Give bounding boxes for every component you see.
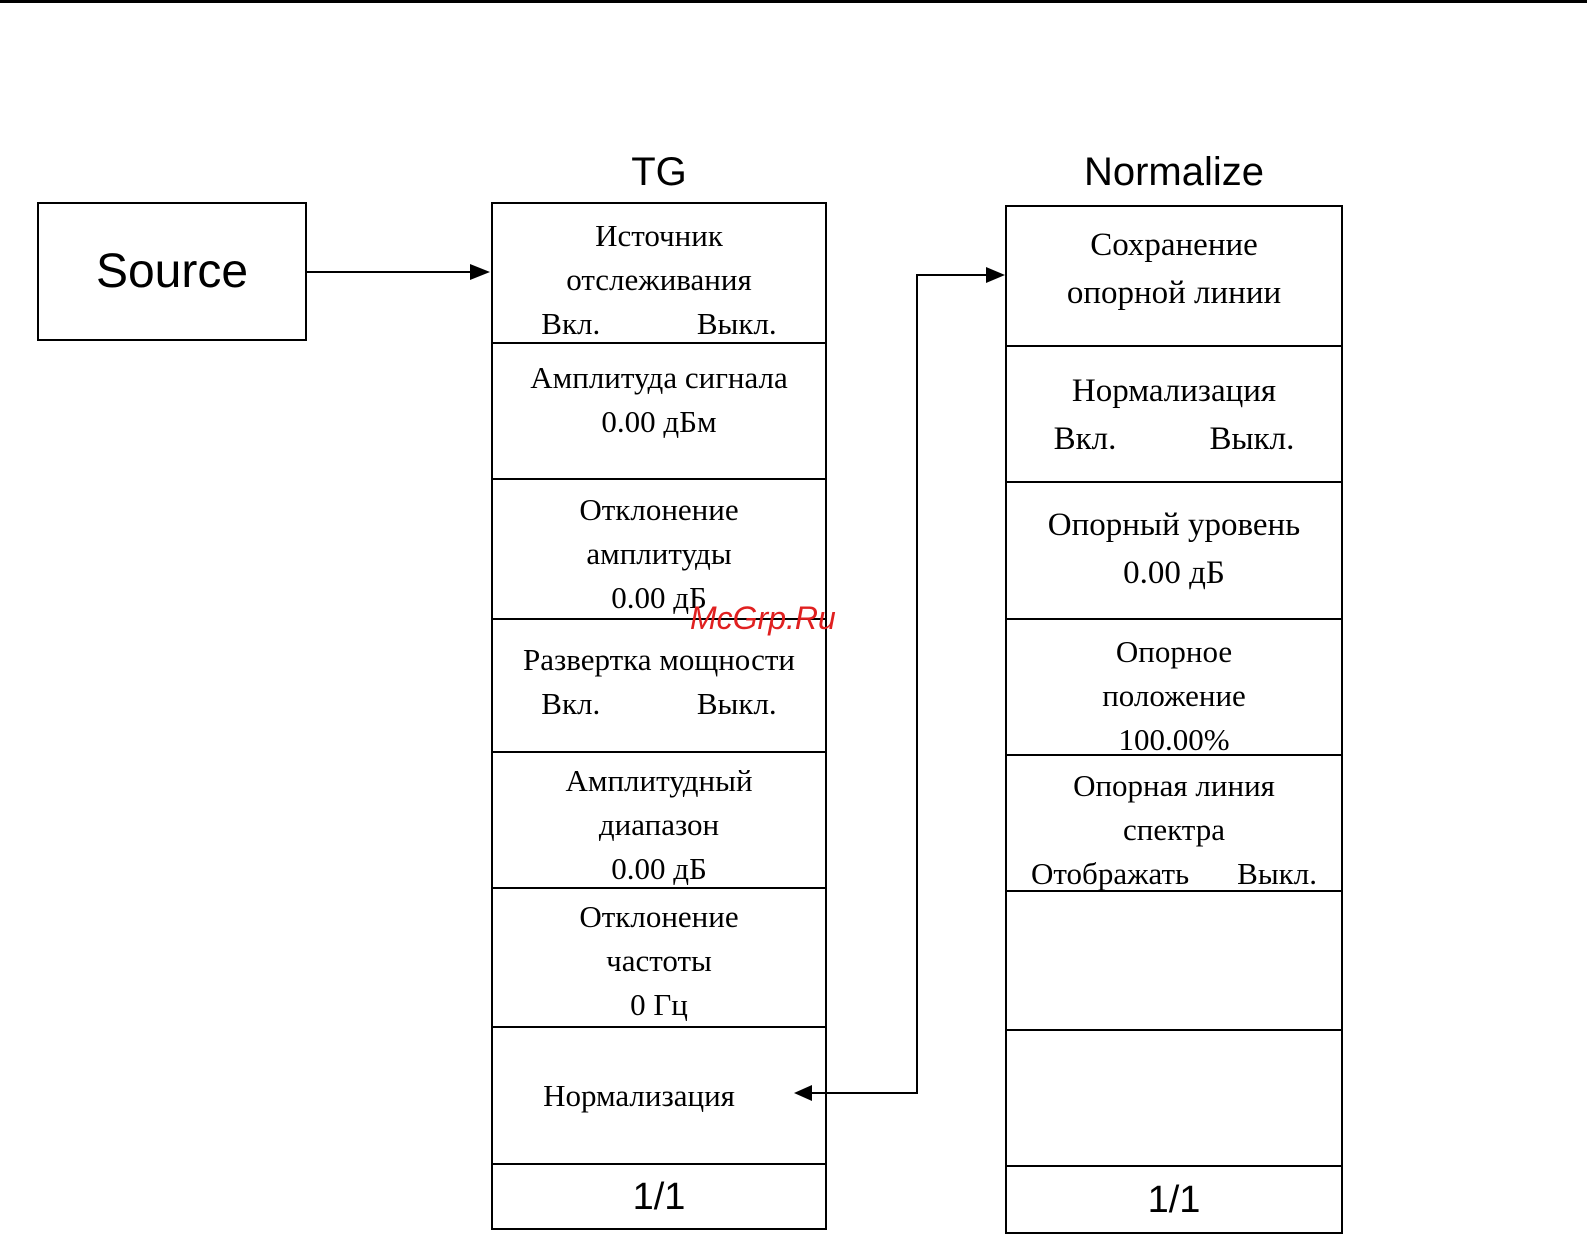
normalize-item-empty bbox=[1007, 1031, 1341, 1167]
normalize-item-text: Опорная линия bbox=[1073, 768, 1275, 803]
normalize-menu: Сохранение опорной линии Нормализация Вк… bbox=[1005, 205, 1343, 1234]
tg-item-normalization[interactable]: Нормализация bbox=[493, 1028, 825, 1165]
on-option[interactable]: Вкл. bbox=[541, 686, 601, 721]
tg-item-text: Отклонение bbox=[579, 899, 739, 934]
normalize-item-reference-level[interactable]: Опорный уровень 0.00 дБ bbox=[1007, 483, 1341, 620]
normalize-item-save-reference[interactable]: Сохранение опорной линии bbox=[1007, 207, 1341, 347]
tg-item-power-sweep[interactable]: Развертка мощности Вкл. Выкл. bbox=[493, 620, 825, 753]
tg-item-text: Источник bbox=[595, 218, 723, 253]
tg-item-text: диапазон bbox=[598, 807, 720, 842]
normalize-item-reference-position[interactable]: Опорное положение 100.00% bbox=[1007, 620, 1341, 757]
tg-item-text: амплитуды bbox=[586, 536, 732, 571]
normalize-item-text: Опорный уровень bbox=[1047, 507, 1301, 543]
tg-item-tracking-source[interactable]: Источник отслеживания Вкл. Выкл. bbox=[493, 204, 825, 344]
normalize-item-text: опорной линии bbox=[1066, 275, 1282, 311]
tg-item-text: Развертка мощности bbox=[523, 642, 795, 677]
tg-item-text: Нормализация bbox=[543, 1077, 735, 1113]
normalize-menu-title: Normalize bbox=[1083, 150, 1265, 194]
tg-menu-title: TG bbox=[631, 150, 687, 194]
off-option[interactable]: Выкл. bbox=[1209, 421, 1295, 457]
normalization-to-normalize-line bbox=[810, 274, 988, 1094]
tg-item-text: отслеживания bbox=[566, 262, 752, 297]
tg-item-signal-amplitude[interactable]: Амплитуда сигнала 0.00 дБм bbox=[493, 344, 825, 480]
normalize-item-empty bbox=[1007, 892, 1341, 1031]
tg-item-amplitude-offset[interactable]: Отклонение амплитуды 0.00 дБ bbox=[493, 480, 825, 620]
normalize-item-text: положение bbox=[1102, 678, 1246, 713]
arrowhead-icon bbox=[986, 267, 1005, 283]
on-option[interactable]: Вкл. bbox=[541, 306, 601, 341]
tg-item-text: частоты bbox=[606, 943, 712, 978]
off-option[interactable]: Выкл. bbox=[696, 306, 777, 341]
arrowhead-icon bbox=[470, 264, 490, 280]
source-box[interactable]: Source bbox=[37, 202, 307, 341]
tg-item-value: 0.00 дБ bbox=[611, 851, 707, 886]
normalize-item-text: спектра bbox=[1123, 812, 1225, 847]
source-label: Source bbox=[95, 245, 249, 298]
tg-menu: Источник отслеживания Вкл. Выкл. Амплитуд… bbox=[491, 202, 827, 1230]
normalize-item-normalization[interactable]: Нормализация Вкл. Выкл. bbox=[1007, 347, 1341, 483]
display-option[interactable]: Отображать bbox=[1031, 856, 1190, 891]
tg-item-amplitude-range[interactable]: Амплитудный диапазон 0.00 дБ bbox=[493, 753, 825, 889]
on-option[interactable]: Вкл. bbox=[1053, 421, 1117, 457]
watermark: McGrp.Ru bbox=[690, 600, 836, 636]
normalize-item-text: Опорное bbox=[1115, 634, 1233, 669]
tg-item-frequency-offset[interactable]: Отклонение частоты 0 Гц bbox=[493, 889, 825, 1028]
normalize-item-text: Сохранение bbox=[1090, 227, 1258, 263]
tg-item-value: 0.00 дБм bbox=[601, 404, 717, 439]
tg-item-text: Амплитуда сигнала bbox=[530, 360, 788, 395]
normalize-item-value: 100.00% bbox=[1118, 722, 1230, 757]
tg-item-value: 0 Гц bbox=[630, 987, 688, 1022]
tg-item-value: 0.00 дБ bbox=[611, 580, 707, 615]
tg-item-text: Амплитудный bbox=[565, 763, 753, 798]
off-option[interactable]: Выкл. bbox=[696, 686, 777, 721]
normalize-item-text: Нормализация bbox=[1071, 373, 1277, 409]
off-option[interactable]: Выкл. bbox=[1237, 856, 1317, 891]
normalize-pager[interactable]: 1/1 bbox=[1007, 1167, 1341, 1232]
page-indicator: 1/1 bbox=[1147, 1178, 1201, 1221]
normalize-item-spectrum-reference-line[interactable]: Опорная линия спектра Отображать Выкл. bbox=[1007, 756, 1341, 892]
arrowhead-icon bbox=[794, 1085, 812, 1101]
top-rule bbox=[0, 0, 1587, 3]
normalize-item-value: 0.00 дБ bbox=[1123, 555, 1225, 591]
tg-item-text: Отклонение bbox=[579, 492, 739, 527]
page-indicator: 1/1 bbox=[632, 1175, 686, 1218]
tg-pager[interactable]: 1/1 bbox=[493, 1165, 825, 1228]
